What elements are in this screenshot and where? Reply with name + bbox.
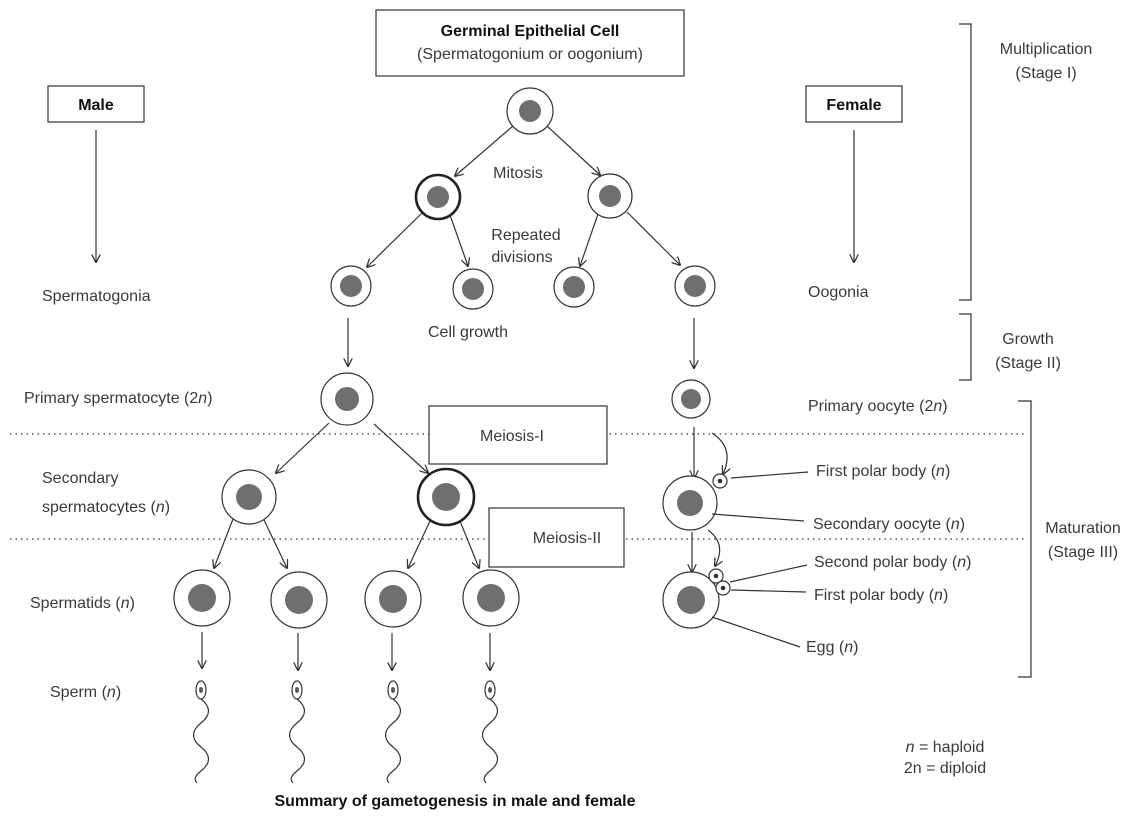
maturation-bracket: Maturation (Stage III) bbox=[1018, 400, 1121, 678]
egg-label: Egg (n) bbox=[806, 639, 858, 656]
meiosis-1-label: Meiosis-I bbox=[480, 428, 544, 445]
germinal-cell-header: Germinal Epithelial Cell (Spermatogonium… bbox=[375, 9, 685, 77]
oogonia-label: Oogonia bbox=[808, 284, 869, 301]
cell-spermatogonium-2 bbox=[452, 268, 494, 310]
caption: Summary of gametogenesis in male and fem… bbox=[274, 793, 635, 810]
secondary-label-1: Secondary bbox=[42, 470, 119, 487]
second-polar-label: Second polar body (n) bbox=[814, 554, 971, 571]
legend-diploid: 2n = diploid bbox=[904, 760, 986, 777]
first-polar-label-2: First polar body (n) bbox=[814, 587, 948, 604]
arrow bbox=[263, 519, 287, 568]
arrow bbox=[449, 214, 468, 266]
header-subtitle: (Spermatogonium or oogonium) bbox=[417, 46, 643, 63]
secondary-oocyte-label: Secondary oocyte (n) bbox=[813, 516, 965, 533]
sperm-4 bbox=[481, 680, 499, 784]
cell-secondary-spermatocyte-1 bbox=[221, 469, 277, 525]
cell-spermatid-4 bbox=[462, 569, 520, 627]
sperm-3 bbox=[384, 680, 402, 784]
cell-mitosis-right bbox=[587, 173, 633, 219]
cell-egg bbox=[662, 571, 720, 629]
meiosis-2-label: Meiosis-II bbox=[533, 530, 601, 547]
pointer-first-polar bbox=[730, 471, 809, 479]
first-polar-label: First polar body (n) bbox=[816, 463, 950, 480]
second-polar-body bbox=[708, 568, 724, 584]
cell-spermatid-2 bbox=[270, 571, 328, 629]
pointer-first-polar-2 bbox=[730, 589, 807, 593]
multiplication-stage: (Stage I) bbox=[1015, 65, 1076, 82]
cell-growth-label: Cell growth bbox=[428, 324, 508, 341]
arrow bbox=[276, 422, 330, 473]
sperm-1 bbox=[192, 680, 210, 784]
growth-bracket: Growth (Stage II) bbox=[959, 313, 1061, 381]
arrow bbox=[546, 125, 600, 175]
spermatids-label: Spermatids (n) bbox=[30, 595, 135, 612]
cell-primary-spermatocyte bbox=[320, 372, 374, 426]
cell-oogonium-1 bbox=[553, 266, 595, 308]
pointer-second-polar bbox=[729, 564, 808, 583]
polar-body-arrow bbox=[711, 432, 727, 474]
arrow bbox=[373, 423, 428, 473]
growth-label: Growth bbox=[1002, 331, 1054, 348]
secondary-label-2: spermatocytes (n) bbox=[42, 499, 170, 516]
spermatogonia-label: Spermatogonia bbox=[42, 288, 151, 305]
meiosis-2-box: Meiosis-II bbox=[488, 507, 625, 568]
cell-spermatogonium-1 bbox=[330, 265, 372, 307]
sperm-2 bbox=[288, 680, 306, 784]
growth-stage: (Stage II) bbox=[995, 355, 1061, 372]
maturation-stage: (Stage III) bbox=[1048, 544, 1118, 561]
polar-body-arrow bbox=[707, 529, 720, 566]
divisions-label: divisions bbox=[491, 249, 552, 266]
first-polar-body-2 bbox=[715, 580, 731, 596]
female-box: Female bbox=[805, 85, 903, 123]
arrow bbox=[626, 211, 680, 265]
male-label: Male bbox=[78, 97, 114, 114]
legend: n = haploid 2n = diploid bbox=[904, 739, 986, 777]
header-title: Germinal Epithelial Cell bbox=[441, 23, 620, 40]
male-box: Male bbox=[47, 85, 145, 123]
female-label: Female bbox=[826, 97, 881, 114]
cell-primary-oocyte bbox=[671, 379, 711, 419]
sperm-label: Sperm (n) bbox=[50, 684, 121, 701]
cell-secondary-spermatocyte-2 bbox=[416, 467, 476, 527]
maturation-label: Maturation bbox=[1045, 520, 1121, 537]
legend-haploid: n = haploid bbox=[906, 739, 985, 756]
primary-oocyte-label: Primary oocyte (2n) bbox=[808, 398, 948, 415]
multiplication-bracket: Multiplication (Stage I) bbox=[959, 23, 1092, 301]
arrow bbox=[408, 520, 431, 568]
cell-germinal bbox=[506, 87, 554, 135]
pointer-egg bbox=[711, 616, 801, 648]
arrow bbox=[367, 212, 423, 267]
multiplication-label: Multiplication bbox=[1000, 41, 1092, 58]
cell-spermatid-1 bbox=[173, 569, 231, 627]
meiosis-1-box: Meiosis-I bbox=[428, 405, 608, 465]
arrow bbox=[459, 520, 479, 568]
cell-secondary-oocyte bbox=[662, 475, 718, 531]
arrow bbox=[580, 213, 599, 266]
pointer-secondary-oocyte bbox=[711, 513, 805, 522]
arrow bbox=[214, 518, 234, 568]
arrow bbox=[455, 125, 514, 176]
repeated-label: Repeated bbox=[491, 227, 560, 244]
primary-spermatocyte-label: Primary spermatocyte (2n) bbox=[24, 390, 213, 407]
cell-mitosis-left bbox=[414, 173, 462, 221]
cell-oogonium-2 bbox=[674, 265, 716, 307]
first-polar-body bbox=[712, 473, 728, 489]
cell-spermatid-3 bbox=[364, 570, 422, 628]
mitosis-label: Mitosis bbox=[493, 165, 543, 182]
